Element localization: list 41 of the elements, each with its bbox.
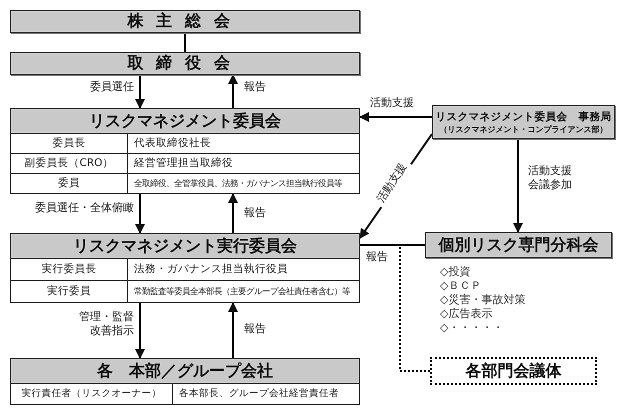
list-item: ◇広告表示	[440, 307, 494, 321]
member-cell-text: 全取締役、全管掌役員、法務・ガバナンス担当執行役員等	[133, 176, 344, 190]
connector-arrow	[228, 74, 238, 108]
role-cell: 委員長	[11, 134, 128, 153]
list-item: ◇災害・事故対策	[440, 293, 526, 307]
node-subtitle: （リスクマネジメント・コンプライアンス部）	[438, 124, 608, 134]
connector-arrow	[228, 302, 238, 358]
connector-arrow	[135, 194, 145, 234]
member-cell-text: 代表取締役社長	[133, 136, 212, 152]
connector-arrow	[228, 193, 238, 233]
committee-heading: 各 本部／グループ会社	[11, 359, 359, 384]
committee-table	[10, 233, 360, 303]
node-title: 個別リスク専門分科会	[437, 234, 600, 256]
connector-arrow	[135, 75, 145, 109]
member-cell-text: 経営管理担当取締役	[133, 156, 234, 172]
connector-arrow	[135, 303, 145, 359]
node-title: 取締役会	[126, 53, 244, 74]
organization-box	[10, 10, 360, 33]
member-cell-text: 常勤監査等委員全本部長（主要グループ会社責任者含む）等	[133, 284, 352, 298]
committee-table	[10, 358, 360, 405]
committee-heading: リスクマネジメント委員会	[11, 109, 359, 134]
organization-box	[430, 357, 597, 385]
member-cell-text: 法務・ガバナンス担当執行役員	[133, 262, 289, 278]
node-title: 株主総会	[126, 11, 244, 32]
role-cell: 実行委員長	[11, 259, 128, 280]
committee-heading: リスクマネジメント実行委員会	[11, 234, 359, 259]
member-cell-text: 各本部長、グループ会社経営責任者	[178, 387, 340, 402]
role-cell: 実行責任者（リスクオーナー）	[11, 384, 173, 404]
list-item: ◇ＢＣＰ	[440, 279, 482, 293]
connector-arrow	[359, 112, 432, 122]
committee-table	[10, 108, 360, 194]
node-title: 各部門会議体	[464, 360, 562, 382]
connector-arrow	[513, 139, 523, 233]
role-cell: 委員	[11, 174, 128, 193]
organization-box	[432, 105, 615, 139]
role-cell: 副委員長（CRO）	[11, 154, 128, 173]
node-title: リスクマネジメント委員会 事務局	[434, 110, 612, 124]
organization-box	[10, 52, 360, 75]
list-item: ◇投資	[440, 265, 472, 279]
list-item: ◇・・・・・	[440, 321, 504, 335]
role-cell: 実行委員	[11, 281, 128, 302]
